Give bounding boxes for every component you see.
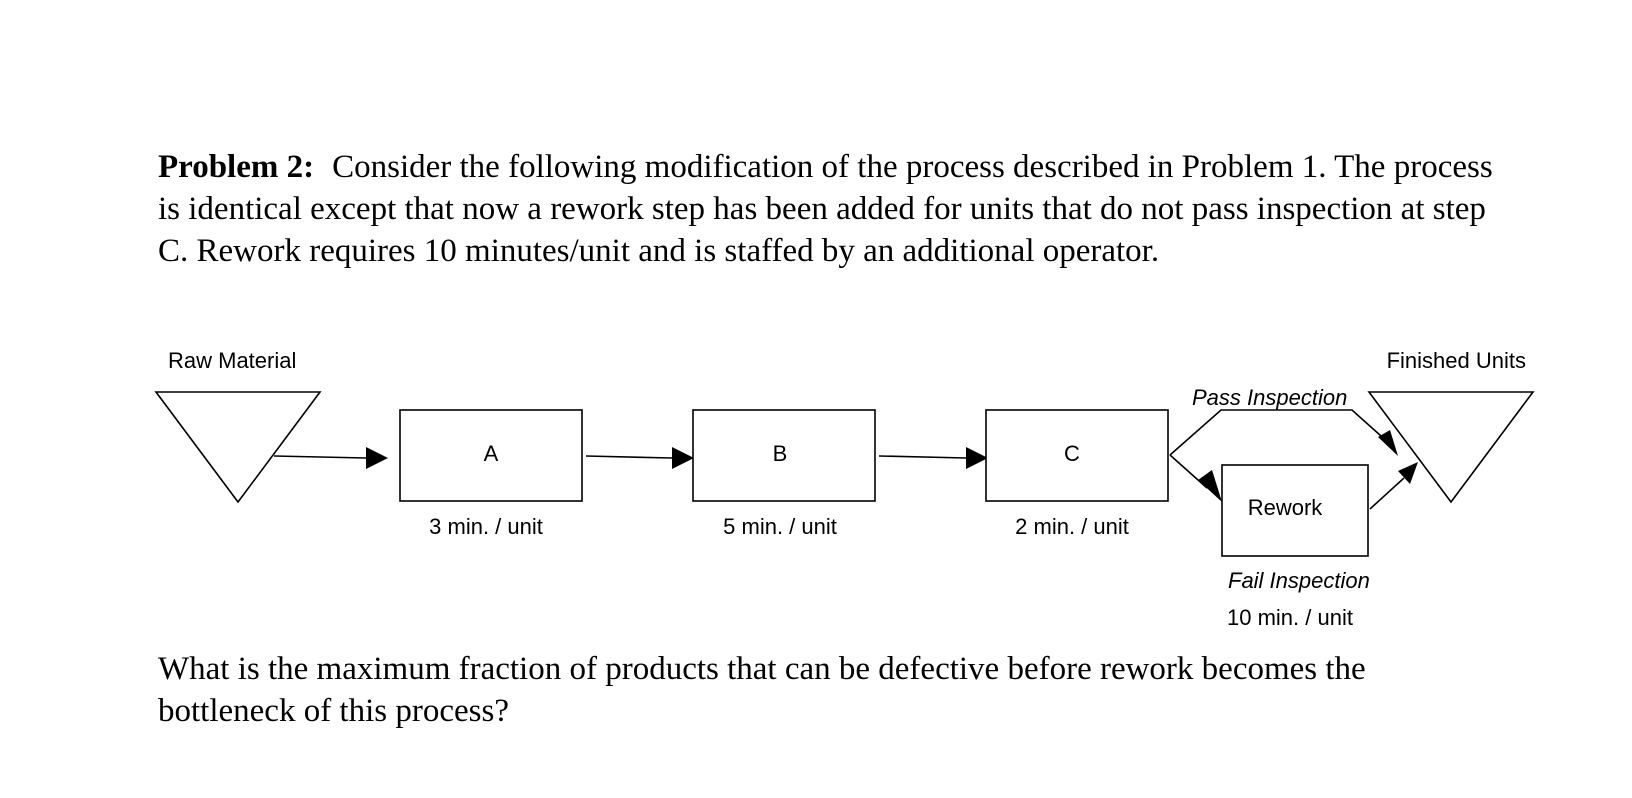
flow-arrow-rework-to-finished — [1369, 477, 1405, 510]
rework-time: 10 min. / unit — [1227, 605, 1353, 630]
finished-units-label: Finished Units — [1387, 348, 1526, 373]
raw-material-inventory-triangle — [154, 391, 322, 504]
step-c-time: 2 min. / unit — [1015, 514, 1129, 539]
arrowhead-a-to-b — [672, 447, 694, 469]
flow-arrow-b-to-c — [878, 455, 967, 459]
arrowhead-rework-to-finished — [1398, 462, 1418, 484]
finished-units-inventory-triangle — [1367, 391, 1535, 504]
fail-inspection-label: Fail Inspection — [1228, 568, 1370, 593]
flow-arrow-a-to-b — [585, 455, 673, 459]
question-text: What is the maximum fraction of products… — [158, 651, 1366, 729]
step-c-box — [985, 409, 1169, 502]
step-a-name: A — [484, 441, 499, 466]
step-a-time: 3 min. / unit — [429, 514, 543, 539]
arrowhead-b-to-c — [966, 447, 988, 469]
raw-material-label: Raw Material — [168, 348, 296, 373]
problem-intro-text: Consider the following modification of t… — [158, 149, 1493, 269]
arrowhead-raw-to-a — [366, 447, 388, 469]
step-a-box — [399, 409, 583, 502]
rework-box — [1221, 464, 1369, 557]
problem-label: Problem 2: — [158, 149, 315, 185]
step-b-time: 5 min. / unit — [723, 514, 837, 539]
step-b-box — [692, 409, 876, 502]
pass-inspection-label: Pass Inspection — [1192, 385, 1347, 410]
rework-name: Rework — [1248, 495, 1324, 520]
arrowhead-c-to-rework — [1198, 470, 1222, 502]
flow-arrow-raw-to-a — [273, 455, 367, 459]
step-b-name: B — [773, 441, 788, 466]
problem-statement: Problem 2:Consider the following modific… — [158, 146, 1498, 272]
step-c-name: C — [1064, 441, 1080, 466]
pass-inspection-flow — [1169, 409, 1391, 456]
arrowhead-pass-to-finished — [1378, 430, 1398, 456]
